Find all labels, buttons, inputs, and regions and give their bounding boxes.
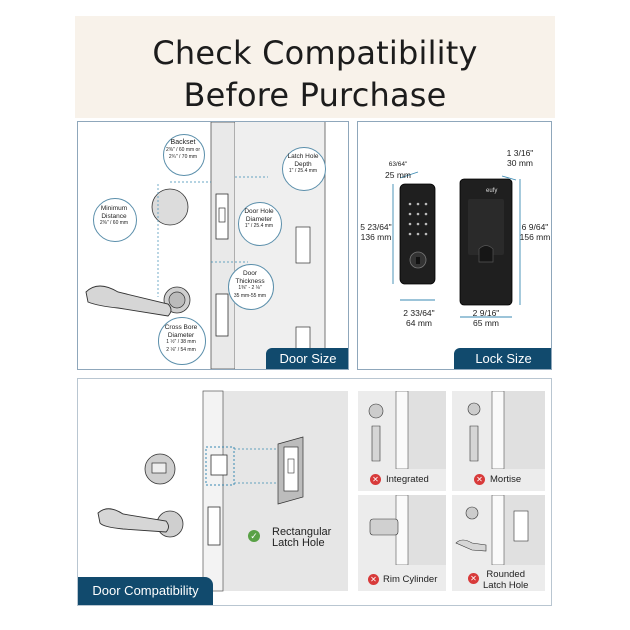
door-thickness-value-1: 1⅜" - 2 ⅛" xyxy=(238,285,262,291)
door-hole-diameter-value: 1" / 25.4 mm xyxy=(244,223,274,229)
lock-bottom-right-mm: 65 mm xyxy=(473,318,499,328)
integrated-illustration xyxy=(368,391,446,469)
door-size-illustration xyxy=(85,122,326,369)
cross-bore-diameter-bubble xyxy=(158,317,206,365)
cross-bore-diameter-label: Cross Bore Diameter 1 ½" / 38 mm 2 ⅛" / … xyxy=(156,324,206,354)
lock-right-height-meas: 6 9/64" 156 mm xyxy=(518,222,551,242)
minimum-distance-name-1: Minimum xyxy=(100,205,128,212)
door-compat-tag: Door Compatibility xyxy=(78,577,213,605)
cross-bore-name-2: Diameter xyxy=(167,331,195,339)
lock-top-left-mm: 25 mm xyxy=(385,170,411,180)
card-rim-cylinder: ✕ Rim Cylinder xyxy=(358,495,446,591)
lock-top-right-meas: 1 3/16" 30 mm xyxy=(498,148,542,168)
lock-right-height-mm: 156 mm xyxy=(519,232,551,242)
backset-label: Backset 2⅜" / 60 mm or 2¾" / 70 mm xyxy=(158,139,208,162)
lock-size-tag: Lock Size xyxy=(454,348,551,369)
supported-label: Rectangular Latch Hole xyxy=(272,527,331,549)
door-hole-diameter-label: Door Hole Diameter 1" / 25.4 mm xyxy=(235,208,283,231)
x-icon: ✕ xyxy=(368,574,379,585)
check-icon: ✓ xyxy=(248,530,260,542)
door-thickness-bubble xyxy=(228,264,274,310)
rounded-latch-illustration xyxy=(455,495,545,565)
lock-top-left-frac: 63/64" xyxy=(388,161,408,168)
door-hole-diameter-bubble xyxy=(238,202,282,246)
cross-bore-name-1: Cross Bore xyxy=(164,324,198,331)
door-compat-panel: ✓ Rectangular Latch Hole ✕ Integrated ✕ … xyxy=(77,378,552,606)
minimum-distance-label: Minimum Distance 2⅜" / 60 mm xyxy=(90,205,138,228)
lock-bottom-right-meas: 2 9/16" 65 mm xyxy=(464,308,508,328)
lock-left-height-meas: 5 23/64" 136 mm xyxy=(358,222,394,242)
integrated-label: Integrated xyxy=(386,474,429,485)
rounded-latch-label: Rounded Latch Hole xyxy=(483,569,528,591)
lock-size-panel: eufy 63/64" 25 mm 5 23/64" 136 mm 2 33/6… xyxy=(357,121,552,370)
title-line-1: Check Compatibility xyxy=(152,34,478,72)
mortise-label: Mortise xyxy=(490,474,522,485)
minimum-distance-name-2: Distance xyxy=(101,212,127,220)
door-size-tag: Door Size xyxy=(266,348,348,369)
door-thickness-name-1: Door xyxy=(242,270,258,277)
door-thickness-label: Door Thickness 1⅜" - 2 ⅛" 35 mm-55 mm xyxy=(225,270,275,300)
x-icon: ✕ xyxy=(370,474,381,485)
door-hole-diameter-name-2: Diameter xyxy=(245,215,273,223)
latch-hole-depth-name-2: Depth xyxy=(294,160,312,168)
door-compat-illustration xyxy=(97,390,348,592)
backset-value-2: 2¾" / 70 mm xyxy=(168,154,198,160)
backset-name: Backset xyxy=(170,139,196,146)
rounded-latch-line-1: Rounded xyxy=(486,569,525,580)
title-banner: Check Compatibility Before Purchase xyxy=(75,16,555,118)
x-icon: ✕ xyxy=(474,474,485,485)
lock-bottom-left-frac: 2 33/64" xyxy=(403,308,435,318)
door-size-panel: Backset 2⅜" / 60 mm or 2¾" / 70 mm Minim… xyxy=(77,121,349,370)
lock-top-left-meas: 63/64" 25 mm xyxy=(378,160,418,180)
lock-bottom-left-mm: 64 mm xyxy=(406,318,432,328)
lock-top-right-frac: 1 3/16" xyxy=(506,148,534,158)
supported-line-2: Latch Hole xyxy=(272,537,325,549)
lock-left-height-mm: 136 mm xyxy=(360,232,392,242)
rim-cylinder-illustration xyxy=(369,495,446,565)
title-line-2: Before Purchase xyxy=(183,76,447,114)
latch-hole-depth-name-1: Latch Hole xyxy=(287,153,319,160)
card-mortise: ✕ Mortise xyxy=(452,391,545,491)
latch-hole-depth-label: Latch Hole Depth 1" / 25.4 mm xyxy=(279,153,327,176)
card-rounded-latch-hole: ✕ Rounded Latch Hole xyxy=(452,495,545,591)
rounded-latch-line-2: Latch Hole xyxy=(483,580,529,591)
lock-left-height-frac: 5 23/64" xyxy=(360,222,392,232)
mortise-illustration xyxy=(467,391,545,469)
latch-hole-depth-bubble xyxy=(282,147,326,191)
cross-bore-value-2: 2 ⅛" / 54 mm xyxy=(166,346,196,353)
lock-top-right-mm: 30 mm xyxy=(507,158,533,168)
door-thickness-value-2: 35 mm-55 mm xyxy=(233,292,267,299)
latch-hole-depth-value: 1" / 25.4 mm xyxy=(288,168,318,174)
lock-logo: eufy xyxy=(486,188,498,194)
x-icon: ✕ xyxy=(468,573,479,584)
minimum-distance-value: 2⅜" / 60 mm xyxy=(99,220,129,226)
backset-value-1: 2⅜" / 60 mm or xyxy=(165,146,200,153)
lock-bottom-left-meas: 2 33/64" 64 mm xyxy=(398,308,440,328)
lock-right-height-frac: 6 9/64" xyxy=(521,222,549,232)
door-hole-diameter-name-1: Door Hole xyxy=(244,208,274,215)
lock-bottom-right-frac: 2 9/16" xyxy=(472,308,500,318)
rim-cylinder-label: Rim Cylinder xyxy=(383,574,438,585)
door-thickness-name-2: Thickness xyxy=(235,277,265,285)
card-integrated: ✕ Integrated xyxy=(358,391,446,491)
backset-bubble xyxy=(163,134,205,176)
lock-size-illustration xyxy=(392,171,521,318)
minimum-distance-bubble xyxy=(93,198,137,242)
cross-bore-value-1: 1 ½" / 38 mm xyxy=(166,339,196,345)
supported-line-1: Rectangular xyxy=(272,526,332,538)
